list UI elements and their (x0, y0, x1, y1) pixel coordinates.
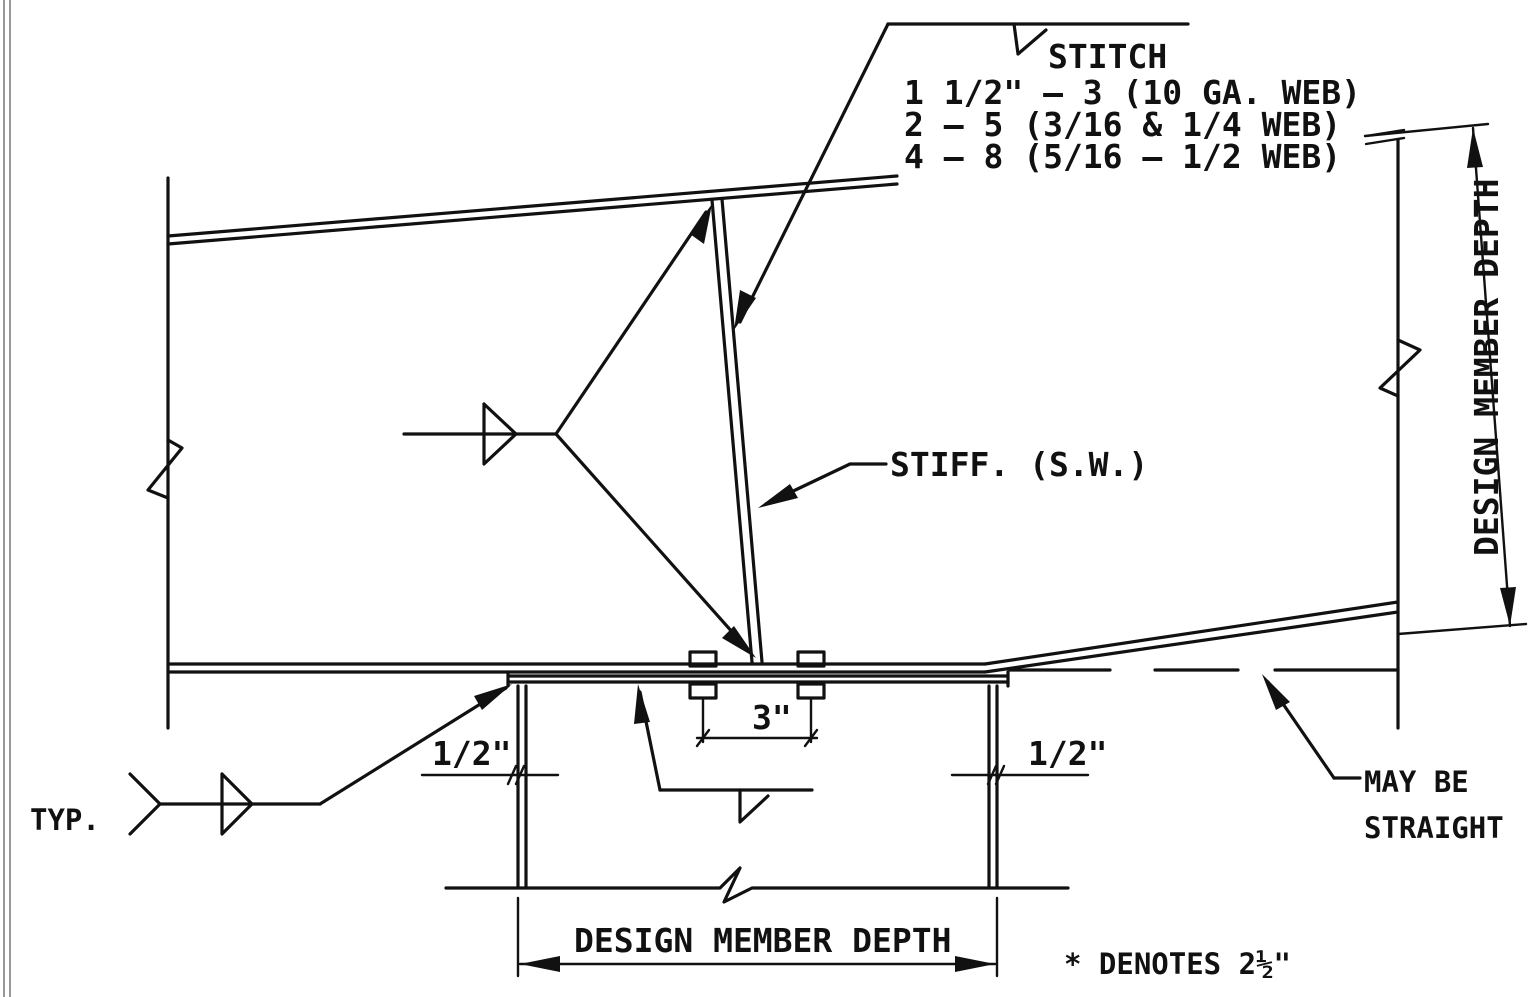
typ-arrow (474, 684, 512, 710)
stiffener-label-callout: STIFF. (S.W.) (758, 445, 1148, 508)
v-dim-ext-bottom (1396, 622, 1528, 636)
left-half-dim-label: 1/2" (432, 734, 511, 773)
h-dim-arrow-left (520, 956, 560, 972)
cap-plate-weld-callout (634, 684, 814, 824)
design-depth-vertical-label: DESIGN MEMBER DEPTH (1467, 179, 1506, 557)
stiffener-edge-right (720, 197, 764, 664)
left-half-tick-1 (506, 764, 518, 786)
stitch-fillet-symbol (1012, 22, 1048, 56)
design-depth-horizontal-label: DESIGN MEMBER DEPTH (574, 921, 952, 960)
bolt-left (688, 650, 718, 744)
weld-arrow-up (690, 204, 712, 244)
may-be-label-line2: STRAIGHT (1364, 811, 1504, 845)
denotes-note: * DENOTES 2½" (1064, 947, 1291, 981)
weld-fillet-symbol (482, 402, 518, 466)
bolt-dim-tick-right (803, 728, 819, 748)
top-flange-lower (166, 182, 899, 246)
stiffener-weld-callout (402, 204, 756, 658)
left-half-tick-2 (514, 764, 526, 786)
stitch-line-1: 1 1/2" – 3 (10 GA. WEB) (904, 73, 1361, 112)
upper-beam (146, 138, 1422, 730)
weld-leader-up (554, 210, 708, 436)
lower-break-line (444, 866, 1070, 904)
haunch-lower (983, 610, 1400, 674)
bolt-spacing-label: 3" (752, 698, 792, 737)
stitch-leader (738, 22, 890, 324)
typ-leader (318, 686, 508, 806)
v-dim-line (1471, 126, 1512, 628)
may-be-arrow (1262, 674, 1290, 710)
weld-arrow-down (722, 626, 756, 658)
stitch-weld-callout: STITCH 1 1/2" – 3 (10 GA. WEB) 2 – 5 (3/… (734, 22, 1406, 330)
typ-weld-callout: TYP. (30, 684, 512, 837)
v-dim-arrow-bottom (1500, 587, 1516, 626)
right-half-dim-label: 1/2" (1028, 734, 1107, 773)
typ-fillet-symbol (220, 772, 254, 836)
right-half-tick-2 (994, 764, 1006, 786)
may-be-label-line1: MAY BE (1364, 765, 1469, 799)
stitch-leader-arrow (734, 290, 756, 330)
haunch-upper (983, 600, 1400, 666)
left-break-symbol (146, 438, 184, 500)
v-dim-arrow-top (1467, 128, 1483, 168)
stitch-note-tail-2 (1364, 136, 1406, 146)
stitch-title: STITCH (1048, 37, 1167, 76)
lower-member: 1/2" 1/2" (420, 684, 1107, 904)
top-flange-upper (166, 174, 899, 238)
stiffener (710, 197, 764, 664)
weld-leader-down (554, 432, 752, 654)
bolt-dim-tick-left (695, 728, 711, 748)
bolt-right-nut (796, 682, 826, 700)
may-be-straight-callout: MAY BE STRAIGHT (1262, 674, 1504, 845)
stiffener-edge-left (710, 198, 754, 664)
typ-tail-symbol (128, 772, 162, 836)
bolt-right-head (796, 650, 826, 668)
cap-weld-fillet-symbol (738, 788, 770, 824)
bolt-left-nut (688, 682, 718, 700)
cap-plate (506, 670, 1010, 688)
stitch-note-tail-1 (1364, 128, 1406, 138)
cap-weld-arrow (634, 684, 650, 724)
stiffener-label: STIFF. (S.W.) (890, 445, 1148, 484)
bolt-right (796, 650, 826, 744)
stitch-line-3: 4 – 8 (5/16 – 1/2 WEB) (904, 137, 1341, 176)
vertical-depth-dimension: DESIGN MEMBER DEPTH (1363, 122, 1528, 636)
typ-label: TYP. (30, 803, 100, 837)
stitch-line-2: 2 – 5 (3/16 & 1/4 WEB) (904, 105, 1341, 144)
bolt-left-head (688, 650, 718, 668)
h-dim-arrow-right (955, 956, 995, 972)
bolt-spacing-dimension: 3" (695, 698, 819, 748)
horizontal-depth-dimension: DESIGN MEMBER DEPTH (516, 896, 999, 978)
right-break-symbol (1378, 338, 1422, 398)
right-half-tick-1 (986, 764, 998, 786)
stiff-leader-arrow (758, 484, 798, 508)
